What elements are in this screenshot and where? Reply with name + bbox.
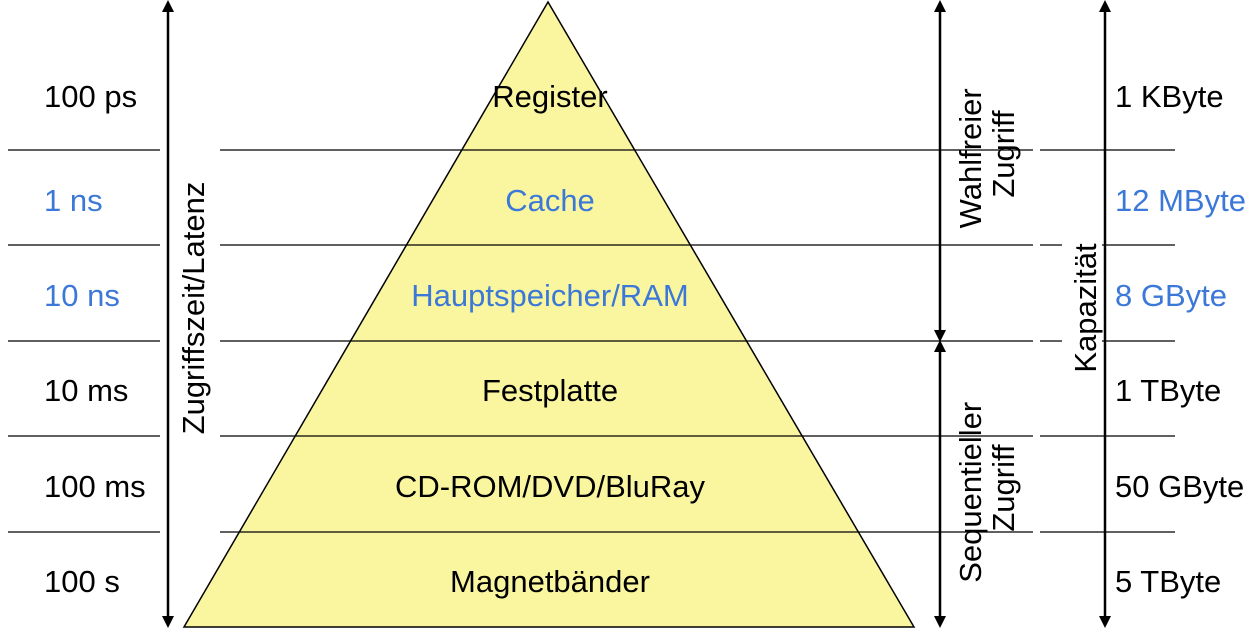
- random-access-label-line2: Zugriff: [986, 110, 1021, 198]
- sequential-access-label-line2: Zugriff: [986, 444, 1021, 532]
- latency-value: 100 ms: [44, 469, 146, 504]
- random-access-label-line1: Wahlfreier: [953, 88, 988, 228]
- memory-level-row: 100 s Magnetbänder 5 TByte: [44, 564, 1221, 599]
- capacity-value: 1 TByte: [1115, 373, 1221, 408]
- level-name: Hauptspeicher/RAM: [411, 278, 688, 313]
- memory-level-row: 10 ms Festplatte 1 TByte: [44, 373, 1221, 408]
- pyramid-shape: [182, 0, 916, 628]
- sequential-access-label-line1: Sequentieller: [953, 402, 988, 583]
- sequential-access-label: Sequentieller Zugriff: [953, 393, 1021, 583]
- level-name: Register: [492, 79, 607, 114]
- capacity-value: 50 GByte: [1115, 469, 1244, 504]
- level-name: Cache: [505, 183, 595, 218]
- memory-level-row: 10 ns Hauptspeicher/RAM 8 GByte: [44, 278, 1227, 313]
- capacity-value: 8 GByte: [1115, 278, 1227, 313]
- capacity-label-backdrop: [1062, 222, 1102, 394]
- latency-value: 100 s: [44, 564, 120, 599]
- level-name: Magnetbänder: [450, 564, 650, 599]
- capacity-value: 1 KByte: [1115, 79, 1224, 114]
- capacity-value: 12 MByte: [1115, 183, 1246, 218]
- capacity-value: 5 TByte: [1115, 564, 1221, 599]
- random-access-label: Wahlfreier Zugriff: [953, 80, 1021, 229]
- level-name: Festplatte: [482, 373, 618, 408]
- memory-level-row: 1 ns Cache 12 MByte: [44, 183, 1246, 218]
- capacity-axis-label: Kapazität: [1068, 243, 1103, 373]
- level-name: CD-ROM/DVD/BluRay: [395, 469, 706, 504]
- latency-value: 1 ns: [44, 183, 103, 218]
- memory-level-row: 100 ps Register 1 KByte: [44, 79, 1224, 114]
- latency-axis-label: Zugriffszeit/Latenz: [176, 182, 211, 435]
- latency-value: 100 ps: [44, 79, 137, 114]
- memory-level-row: 100 ms CD-ROM/DVD/BluRay 50 GByte: [44, 469, 1244, 504]
- memory-levels: 100 ps Register 1 KByte 1 ns Cache 12 MByte 10…: [44, 79, 1246, 599]
- latency-value: 10 ms: [44, 373, 128, 408]
- latency-value: 10 ns: [44, 278, 120, 313]
